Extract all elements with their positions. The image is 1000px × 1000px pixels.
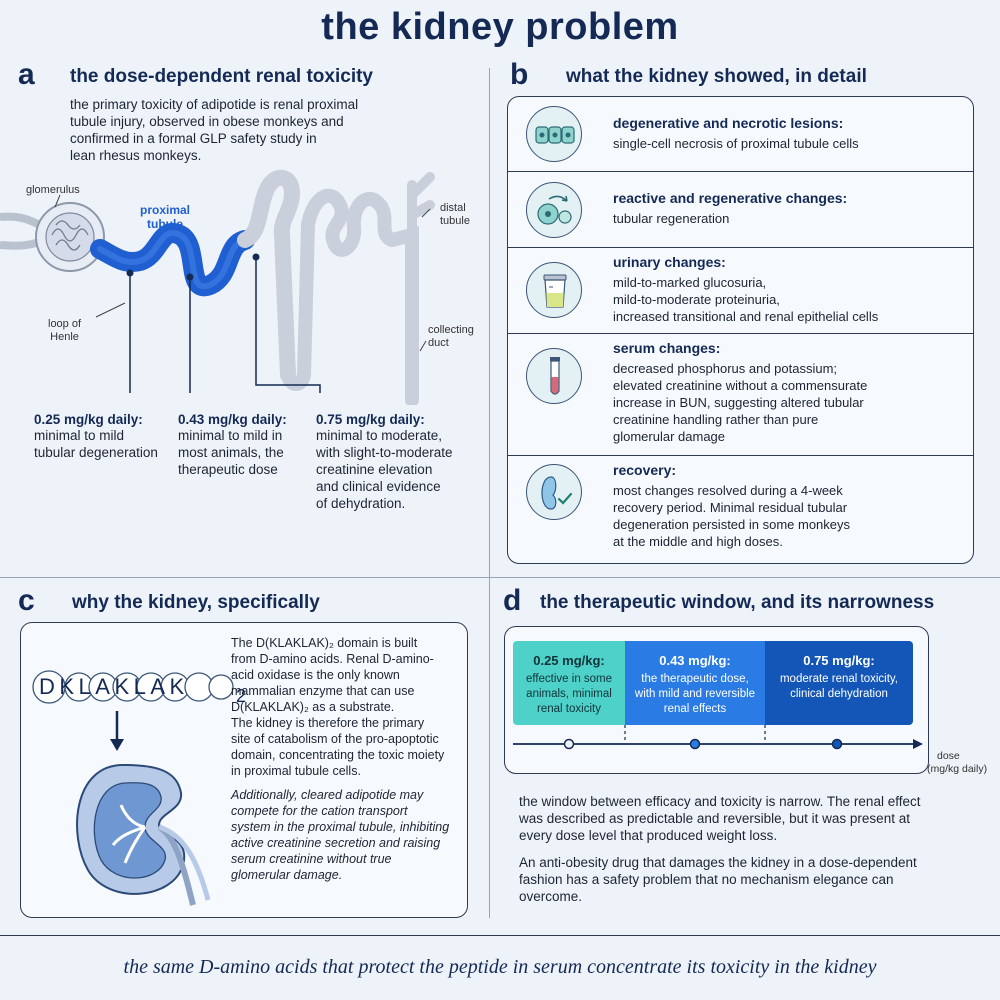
kidney-check-icon [526,464,582,520]
horizontal-divider [0,577,1000,578]
finding-row-serum: serum changes: decreased phosphorus and … [508,333,973,455]
label-distal-tubule: distal tubule [440,202,470,227]
panel-d-letter: d [503,584,522,617]
vertical-divider [489,68,490,918]
dose-axis [513,725,923,750]
panel-a-letter: a [18,58,35,91]
panel-a-title: the dose-dependent renal toxicity [70,66,373,87]
window-segment-high: 0.75 mg/kg: moderate renal toxicity, cli… [765,641,913,725]
finding-row-urinary: urinary changes: mild-to-marked glucosur… [508,247,973,333]
dose-annotation-low: 0.25 mg/kg daily: minimal to mild tubula… [34,412,158,460]
window-segment-mid: 0.43 mg/kg: the therapeutic dose, with m… [625,641,765,725]
mechanism-text: The D(KLAKLAK)₂ domain is built from D-a… [231,636,450,882]
panel-d-title: the therapeutic window, and its narrowne… [540,592,935,613]
footer-caption: the same D-amino acids that protect the … [123,956,877,978]
finding-body: single-cell necrosis of proximal tubule … [613,136,859,151]
finding-row-recovery: recovery: most changes resolved during a… [508,455,973,563]
dose-window-bar: 0.25 mg/kg: effective in some animals, m… [513,641,913,725]
finding-body: tubular regeneration [613,211,730,226]
formula-subscript: 2 [236,686,247,706]
dose-annotation-mid: 0.43 mg/kg daily: minimal to mild in mos… [178,412,287,477]
finding-row-regeneration: reactive and regenerative changes: tubul… [508,171,973,247]
dose-annotation-high: 0.75 mg/kg daily: minimal to moderate, w… [316,412,453,511]
mechanism-card: DKLAKLAK 2 The D(KLAKLAK)₂ domain is bui… [20,622,468,918]
finding-body: most changes resolved during a 4-week re… [613,483,851,549]
label-proximal-tubule: proximal tubule [140,203,191,231]
panel-b-title: what the kidney showed, in detail [566,66,867,87]
peptide-formula: DKLAKLAK 2 [29,667,246,707]
finding-head: recovery: [613,462,677,478]
regeneration-icon [526,182,582,238]
panel-c-title: why the kidney, specifically [72,592,320,613]
panel-c-letter: c [18,584,35,617]
footer-band: the same D-amino acids that protect the … [0,935,1000,1000]
panel-b-letter: b [510,58,529,91]
axis-label: dose (mg/kg daily) [927,750,988,775]
window-text: the window between efficacy and toxicity… [519,794,921,904]
findings-card: degenerative and necrotic lesions: singl… [507,96,974,564]
finding-row-lesions: degenerative and necrotic lesions: singl… [508,97,973,171]
finding-head: serum changes: [613,340,721,356]
finding-head: urinary changes: [613,254,726,270]
test-tube-icon [526,348,582,404]
urine-cup-icon [526,262,582,318]
formula-text: DKLAKLAK [39,674,189,699]
finding-head: degenerative and necrotic lesions: [613,115,844,131]
nephron-diagram [0,170,435,405]
page-title: the kidney problem [321,6,679,48]
down-arrow-icon [110,711,124,751]
panel-a-intro: the primary toxicity of adipotide is ren… [70,97,359,163]
label-collecting-duct: collecting duct [428,324,474,349]
label-glomerulus: glomerulus [26,184,80,196]
kidney-icon [76,763,211,906]
window-segment-low: 0.25 mg/kg: effective in some animals, m… [513,641,625,725]
label-loop-of-henle: loop of Henle [48,318,82,343]
finding-body: mild-to-marked glucosuria, mild-to-moder… [613,275,879,324]
finding-head: reactive and regenerative changes: [613,190,848,206]
cells-icon [526,106,582,162]
window-card: 0.25 mg/kg: effective in some animals, m… [504,626,929,774]
finding-body: decreased phosphorus and potassium; elev… [613,361,868,444]
